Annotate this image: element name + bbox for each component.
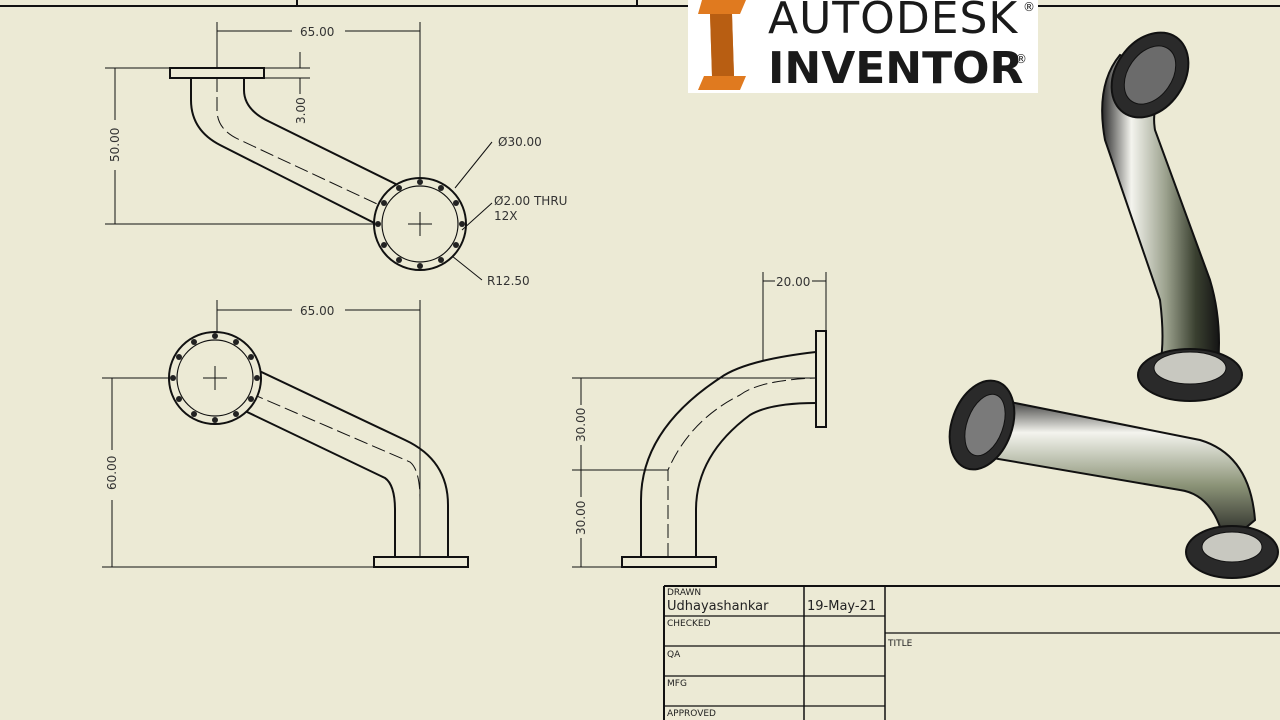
top-view-flange-thickness-dim: 3.00 xyxy=(294,97,308,124)
top-view-dimensions xyxy=(105,22,493,281)
drawn-label: DRAWN xyxy=(667,588,701,598)
side-view-pipe-outline xyxy=(640,351,817,557)
logo-brand-line1: AUTODESK xyxy=(768,0,1019,44)
top-view xyxy=(105,22,493,281)
top-view-pipe-outline xyxy=(190,78,421,237)
title-label: TITLE xyxy=(887,639,913,649)
checked-label: CHECKED xyxy=(667,619,711,629)
front-view-bolt-holes xyxy=(170,333,260,423)
top-view-height-dim: 50.00 xyxy=(108,128,122,162)
sheet-border xyxy=(0,0,1280,7)
top-view-width-dim: 65.00 xyxy=(300,25,334,39)
front-view-pipe-outline xyxy=(214,349,449,557)
front-view-dimensions xyxy=(102,300,421,568)
approved-label: APPROVED xyxy=(667,709,716,719)
front-view-flange xyxy=(373,556,469,568)
side-view-bottom-flange xyxy=(621,556,717,568)
side-view-dimensions xyxy=(572,272,827,568)
title-block xyxy=(663,585,1280,720)
front-view-height-dim: 60.00 xyxy=(105,456,119,490)
logo-registered-mark-2: ® xyxy=(1015,52,1027,66)
iso-horizontal-pipe xyxy=(974,393,1257,547)
top-view-centerline xyxy=(216,78,421,225)
top-view-holes-count: 12X xyxy=(494,209,518,223)
mfg-label: MFG xyxy=(667,679,687,689)
top-view-holes-callout: Ø2.00 THRU xyxy=(494,194,567,208)
iso-render-horizontal xyxy=(948,379,1279,579)
side-view-top-flange xyxy=(815,330,827,428)
top-view-radius-callout: R12.50 xyxy=(487,274,530,288)
autodesk-inventor-logo: AUTODESK ® INVENTOR ® xyxy=(688,0,1038,94)
top-view-diameter-callout: Ø30.00 xyxy=(498,135,542,149)
top-view-bolt-holes xyxy=(375,179,465,269)
top-view-bore-circle xyxy=(381,185,459,263)
drawn-by-value: Udhayashankar xyxy=(667,599,769,614)
drawn-date-value: 19-May-21 xyxy=(807,599,876,614)
logo-registered-mark-1: ® xyxy=(1023,0,1035,14)
side-view-lower-dim: 30.00 xyxy=(574,501,588,535)
qa-label: QA xyxy=(667,650,681,660)
inventor-logo-icon xyxy=(698,0,746,90)
front-view-bore-circle xyxy=(176,339,254,417)
side-view xyxy=(572,272,827,568)
front-view-width-dim: 65.00 xyxy=(300,304,334,318)
top-view-flange xyxy=(169,67,265,79)
iso-render-upright xyxy=(1101,31,1243,402)
side-view-centerline xyxy=(667,377,817,557)
logo-brand-line2: INVENTOR xyxy=(768,43,1024,94)
side-view-upper-dim: 30.00 xyxy=(574,408,588,442)
side-view-offset-dim: 20.00 xyxy=(776,275,810,289)
front-view xyxy=(102,300,469,568)
